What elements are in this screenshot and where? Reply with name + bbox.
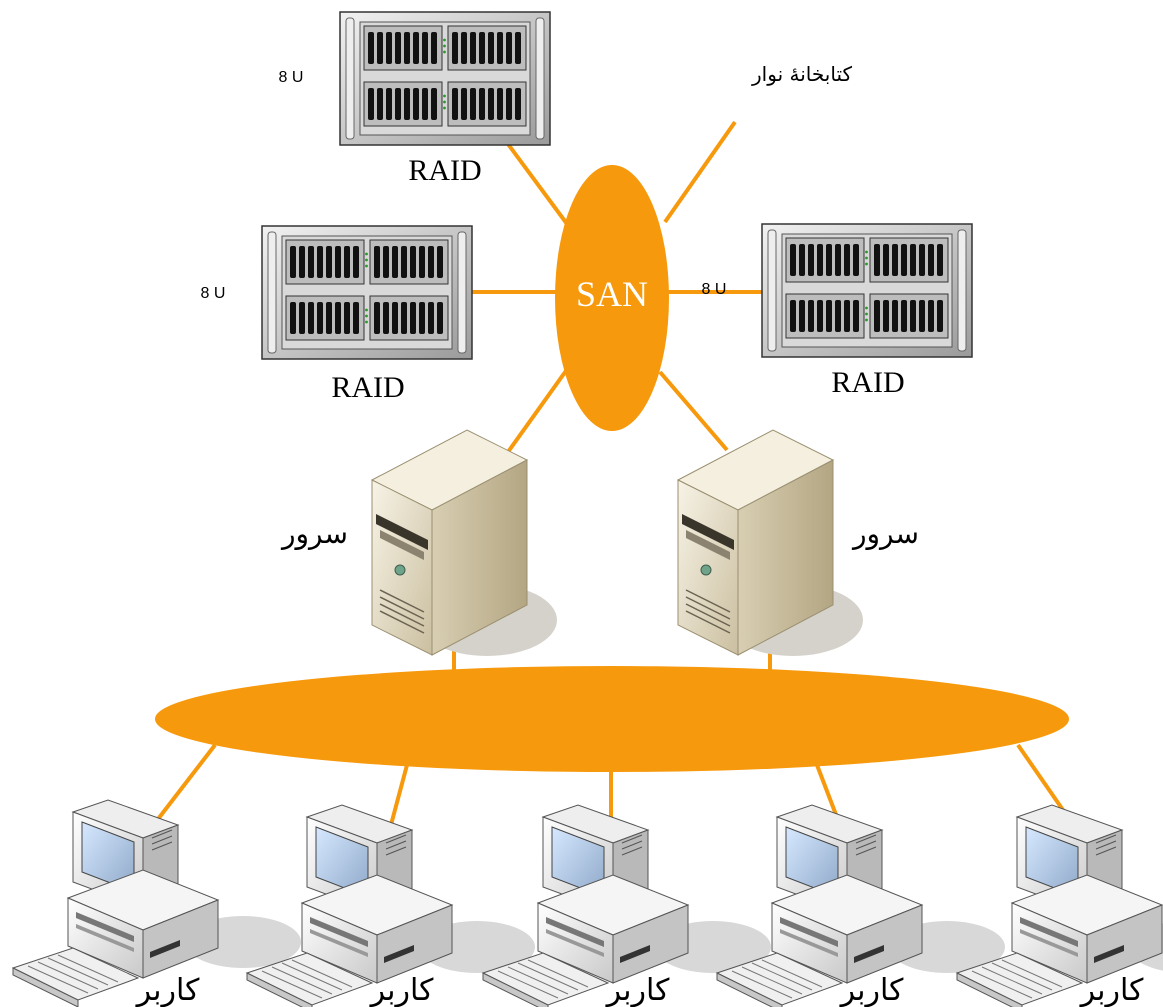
user-label: کاربر [839, 973, 905, 1007]
server-label: سرور [280, 517, 348, 550]
raid-unit-left: RAID 8 U [201, 226, 472, 404]
raid-unit-right: RAID 8 U [702, 224, 972, 399]
raid-size-label: 8 U [279, 69, 304, 86]
lan-ellipse [155, 666, 1069, 772]
raid-label: RAID [331, 371, 404, 404]
tape-library-label: کتابخانهٔ نوار [751, 62, 852, 86]
user-workstation-5: کاربر [956, 804, 1163, 1007]
user-label: کاربر [135, 973, 201, 1007]
raid-label: RAID [408, 154, 481, 187]
server-right: سرور [677, 429, 919, 657]
san-label: SAN [576, 274, 648, 314]
link-raid-top [503, 138, 572, 230]
user-workstation-1: کاربر [12, 799, 302, 1007]
user-label: کاربر [369, 973, 435, 1007]
user-workstation-2: کاربر [246, 804, 536, 1007]
link-server-right [658, 370, 729, 452]
user-label: کاربر [605, 973, 671, 1007]
raid-size-label: 8 U [702, 281, 727, 298]
san-fabric-ellipse [555, 165, 669, 431]
raid-label: RAID [831, 366, 904, 399]
server-left: سرور [280, 429, 558, 657]
user-label: کاربر [1079, 973, 1145, 1007]
raid-unit-top: RAID 8 U [279, 12, 550, 187]
server-label: سرور [851, 517, 919, 550]
link-tape-library [663, 120, 737, 224]
link-user-1 [153, 743, 217, 825]
raid-size-label: 8 U [201, 285, 226, 302]
user-workstation-4: کاربر [716, 804, 1006, 1007]
user-workstation-3: کاربر [482, 804, 772, 1007]
link-server-left [506, 366, 570, 454]
